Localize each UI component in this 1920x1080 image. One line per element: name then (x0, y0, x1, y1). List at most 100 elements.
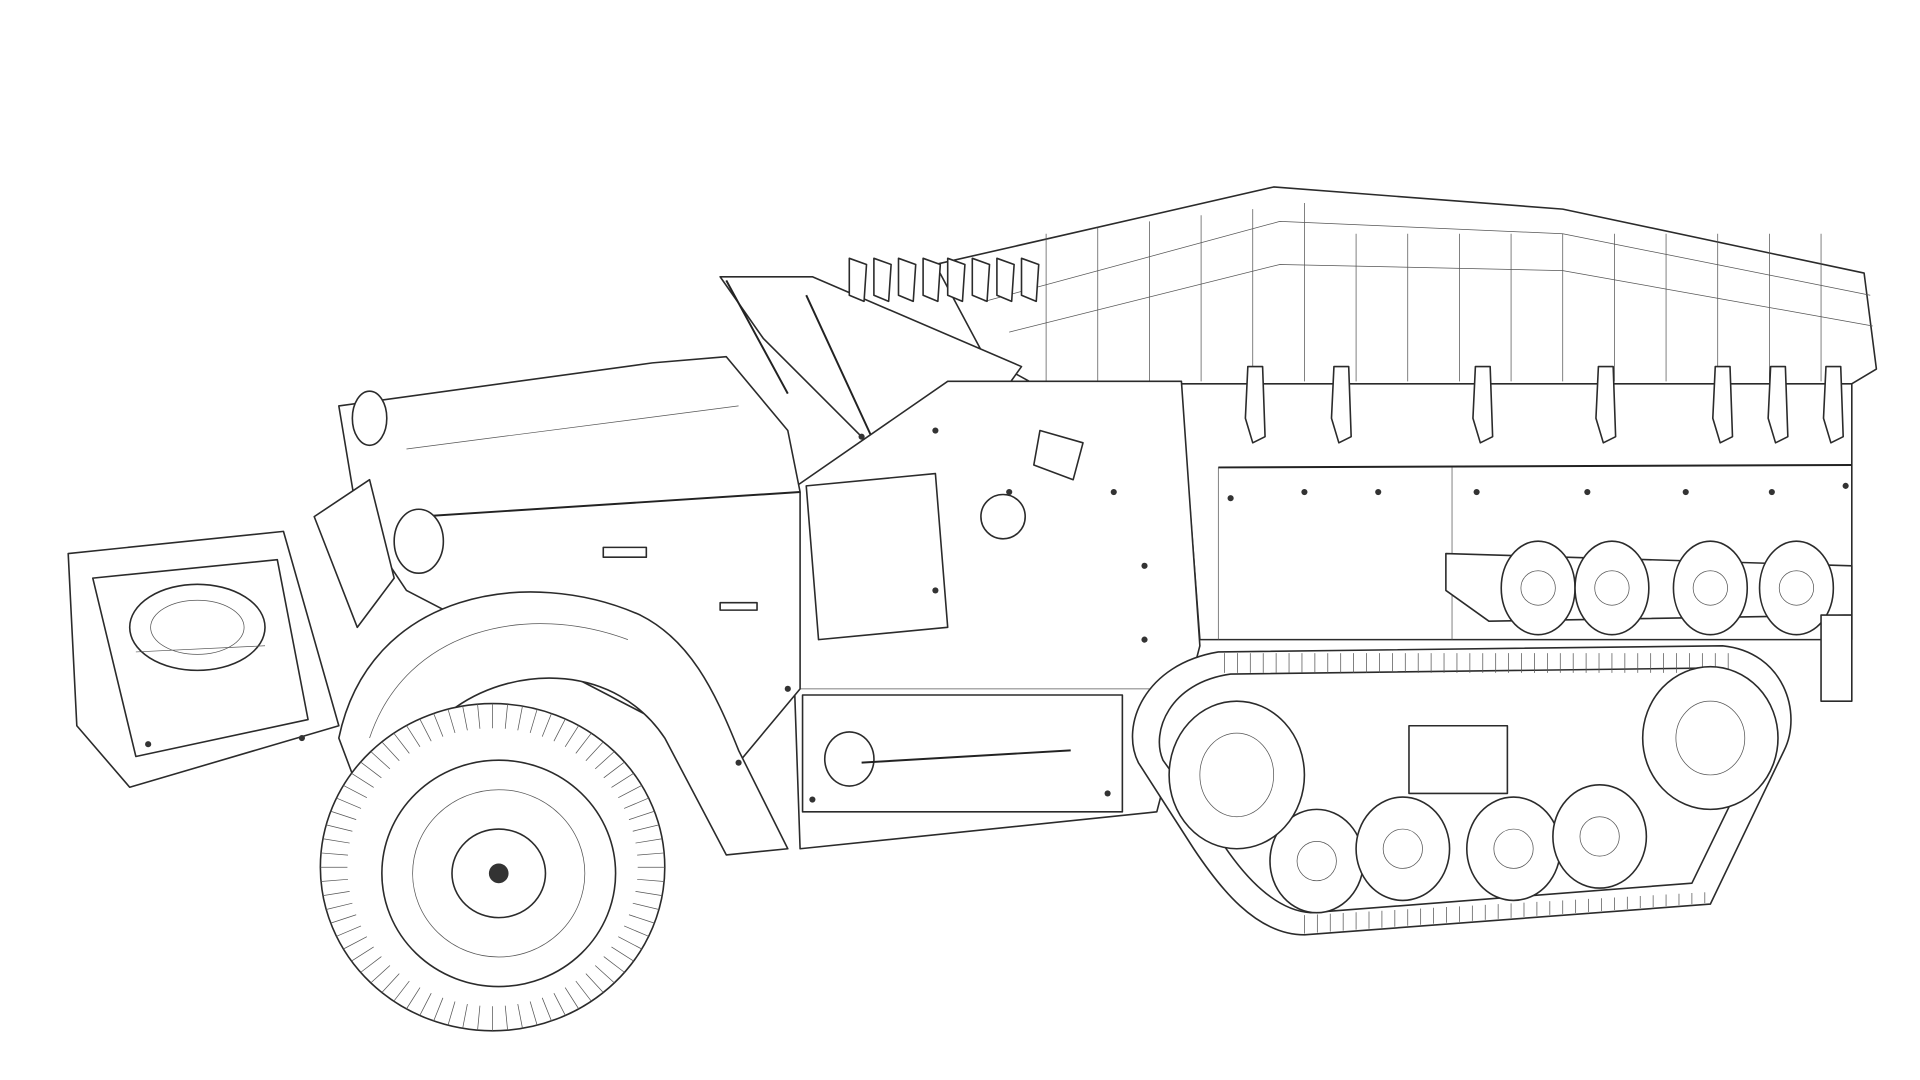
road-wheel-hub (1382, 828, 1423, 869)
canvas-strap (1822, 365, 1844, 444)
rivet (932, 427, 939, 434)
tire-tread (477, 704, 481, 729)
canvas-strap (1712, 365, 1734, 444)
rivet (858, 433, 865, 440)
rivet (1375, 488, 1382, 496)
tire-tread (564, 987, 579, 1010)
road-wheel-hub (1493, 828, 1534, 869)
tire-tread (529, 709, 538, 734)
tire-tread (541, 997, 552, 1022)
front-bumper-winch (67, 530, 340, 789)
spare-road-wheel (1574, 540, 1650, 636)
windshield-clip (996, 257, 1015, 303)
tire-tread (393, 732, 410, 754)
headlights (313, 390, 445, 629)
tire-tread (575, 980, 592, 1002)
tire-tread (343, 936, 368, 950)
rivet (1006, 488, 1013, 496)
windshield-clip (971, 257, 991, 303)
tire-tread (330, 914, 357, 924)
spare-road-wheel (1672, 540, 1749, 636)
tire-tread (517, 706, 523, 731)
canvas-strap (1472, 365, 1494, 444)
tire-tread (381, 741, 400, 761)
tire-tread (623, 797, 649, 809)
rivet (1682, 488, 1689, 496)
track-assembly (1131, 644, 1792, 936)
tire-tread (603, 761, 625, 779)
tire-tread (611, 773, 634, 788)
tire-tread (330, 810, 357, 821)
windshield-clip (1020, 257, 1040, 303)
tire-tread (406, 725, 421, 748)
tire-tread (351, 773, 374, 788)
windshield-clip (873, 257, 892, 303)
rivet (1842, 482, 1849, 489)
windshield-clip (848, 257, 868, 303)
tire-tread (326, 902, 353, 910)
tire-tread (462, 706, 468, 731)
tire-tread (594, 965, 615, 984)
tire-tread (637, 852, 665, 856)
tire-tread (433, 997, 444, 1022)
road-wheel-hub (1579, 816, 1620, 857)
windshield-clip (946, 257, 966, 303)
tire-tread (322, 890, 350, 896)
front-wheel (319, 702, 666, 1032)
tire-tread (381, 973, 400, 993)
tire-tread (370, 751, 391, 770)
tire-tread (517, 1004, 523, 1029)
tire-tread (623, 925, 649, 937)
tire-tread (628, 810, 655, 821)
tire-tread (618, 936, 642, 950)
tire-tread (447, 1001, 456, 1026)
tire-tread (575, 732, 592, 754)
tire-tread (632, 824, 660, 832)
canvas-strap (1595, 365, 1617, 444)
tire-tread (603, 956, 625, 973)
spare-wheel-hub (1520, 570, 1556, 606)
rivet (1141, 562, 1148, 569)
spare-wheel-rack (1445, 540, 1853, 702)
tire-tread (326, 824, 353, 832)
tire-tread (585, 973, 604, 993)
road-wheel (1552, 783, 1648, 889)
tire-tread (541, 713, 552, 737)
spare-wheel-hub (1594, 570, 1630, 606)
rivet (1584, 488, 1591, 496)
tire-tread (336, 797, 362, 809)
rivet (932, 587, 939, 594)
rivet (145, 741, 152, 748)
canvas-top (934, 186, 1878, 389)
tire-tread (632, 902, 660, 910)
tire-tread (343, 785, 368, 799)
tire-tread (564, 725, 579, 748)
tire-tread (553, 718, 566, 742)
tire-tread (477, 1005, 481, 1031)
rivet (1768, 488, 1775, 496)
tire-tread (594, 751, 615, 770)
spare-wheel-hub (1692, 570, 1728, 606)
tire-tread (447, 709, 456, 734)
tire-tread (336, 925, 362, 937)
tire-tread (360, 956, 382, 973)
tire-tread (553, 993, 566, 1016)
tire-tread (585, 741, 604, 761)
rivet (1141, 636, 1148, 643)
canvas-strap (1330, 365, 1352, 444)
tire-tread (618, 785, 642, 799)
tire-tread (393, 980, 410, 1002)
tire-tread (406, 987, 421, 1010)
tire-tread (504, 1005, 508, 1031)
road-wheel (1465, 796, 1562, 902)
tire-tread (419, 993, 432, 1016)
tire-tread (433, 713, 444, 737)
tire-tread (320, 878, 349, 882)
road-wheel-hub (1296, 840, 1337, 882)
spare-wheel-hub (1778, 570, 1815, 606)
tire-tread (635, 838, 663, 844)
road-wheel (1355, 796, 1451, 902)
rivet (1104, 790, 1111, 797)
tire-tread (504, 704, 508, 729)
